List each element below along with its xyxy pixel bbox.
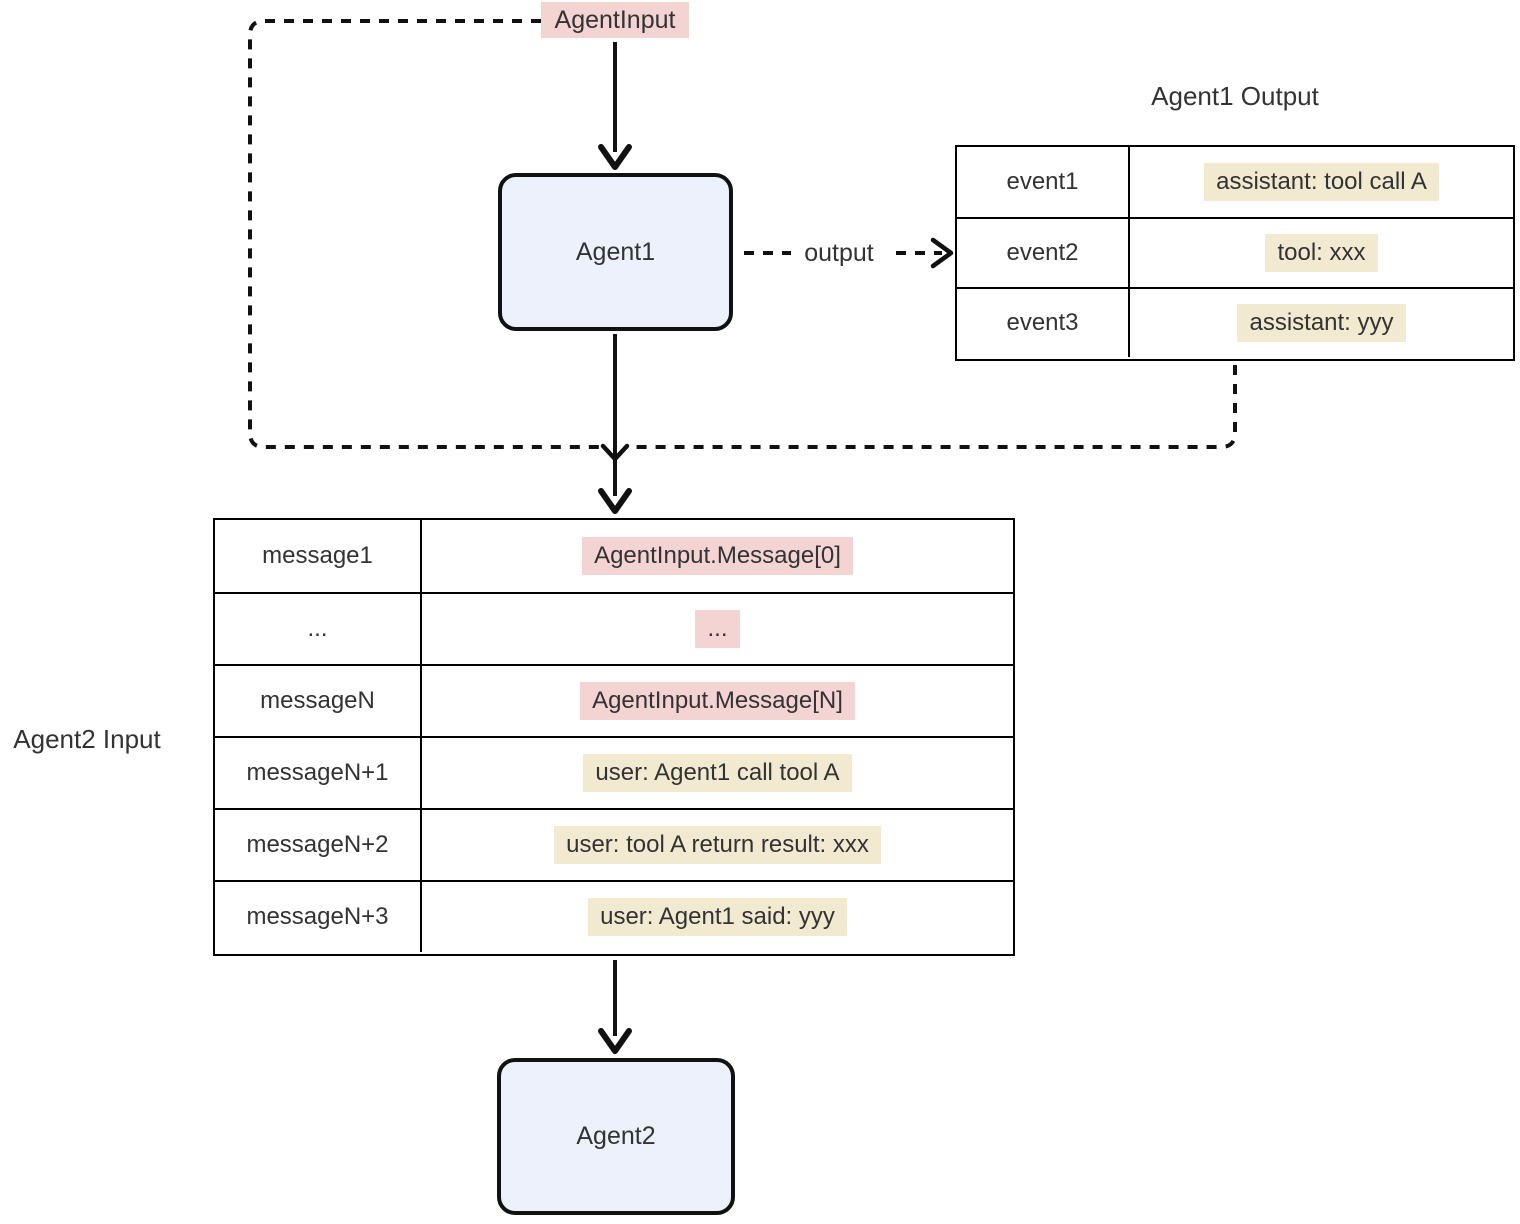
arrowhead-into-outputtable	[930, 237, 954, 269]
table-cell-key: messageN	[215, 664, 422, 736]
highlighted-value: assistant: tool call A	[1204, 163, 1439, 201]
agent2-node-label: Agent2	[576, 1122, 656, 1150]
table-cell-value: AgentInput.Message[N]	[422, 664, 1013, 736]
highlighted-value: ...	[695, 610, 740, 648]
table-cell-value: user: Agent1 call tool A	[422, 736, 1013, 808]
edge-agent1output-loop	[627, 365, 1237, 449]
highlighted-value: AgentInput.Message[0]	[582, 537, 853, 575]
highlighted-value: user: Agent1 said: yyy	[588, 898, 847, 936]
highlighted-value: user: Agent1 call tool A	[583, 754, 852, 792]
table-cell-key: messageN+1	[215, 736, 422, 808]
agent2-input-title: Agent2 Input	[13, 723, 161, 754]
table-cell-value: user: Agent1 said: yyy	[422, 880, 1013, 952]
agent-input-label: AgentInput	[541, 2, 689, 38]
table-cell-value: assistant: yyy	[1130, 287, 1513, 357]
table-cell-key: ...	[215, 592, 422, 664]
table-cell-key: messageN+2	[215, 808, 422, 880]
arrowhead-into-agent2	[598, 1028, 632, 1054]
arrowhead-dashed-junction	[600, 443, 630, 462]
table-cell-value: assistant: tool call A	[1130, 147, 1513, 217]
output-edge-label: output	[791, 236, 887, 270]
agent2-node: Agent2	[497, 1058, 735, 1215]
highlighted-value: AgentInput.Message[N]	[580, 682, 855, 720]
agent1-node: Agent1	[498, 173, 733, 331]
highlighted-value: assistant: yyy	[1237, 304, 1406, 342]
table-cell-key: event2	[957, 217, 1130, 287]
table-cell-key: messageN+3	[215, 880, 422, 952]
agent2-input-table: message1 AgentInput.Message[0] ... ... m…	[213, 518, 1015, 956]
arrowhead-into-agent2input	[598, 488, 632, 514]
table-cell-value: ...	[422, 592, 1013, 664]
table-cell-value: tool: xxx	[1130, 217, 1513, 287]
edge-agentinput-loop	[248, 19, 603, 449]
agent1-output-table: event1 assistant: tool call A event2 too…	[955, 145, 1515, 361]
table-cell-key: message1	[215, 520, 422, 592]
table-cell-value: user: tool A return result: xxx	[422, 808, 1013, 880]
highlighted-value: user: tool A return result: xxx	[554, 826, 881, 864]
agent1-output-title: Agent1 Output	[1151, 80, 1319, 111]
table-cell-key: event3	[957, 287, 1130, 357]
arrowhead-into-agent1	[598, 144, 632, 170]
table-cell-key: event1	[957, 147, 1130, 217]
table-cell-value: AgentInput.Message[0]	[422, 520, 1013, 592]
highlighted-value: tool: xxx	[1265, 234, 1378, 272]
agent1-node-label: Agent1	[575, 237, 656, 266]
